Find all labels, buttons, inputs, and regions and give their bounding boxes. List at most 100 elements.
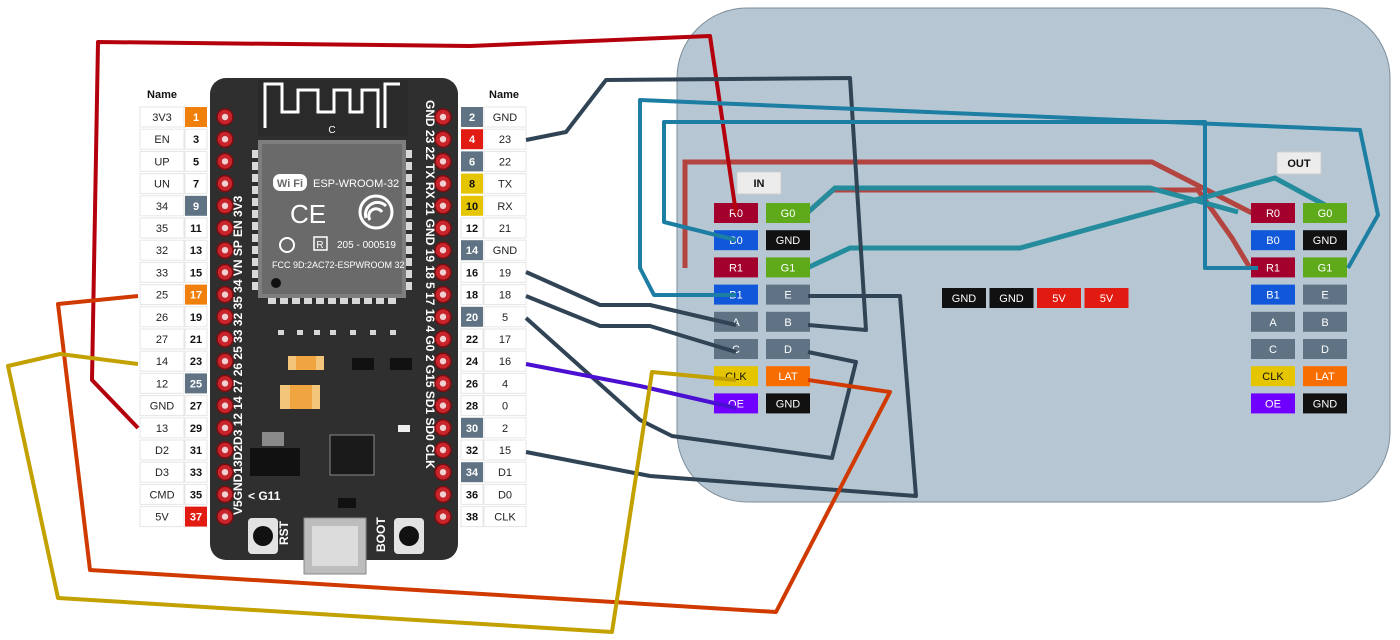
- telec-mark-icon: [279, 237, 295, 253]
- out-pin-b0[interactable]: [1251, 230, 1295, 251]
- wire-b0-route[interactable]: [662, 120, 1258, 270]
- in-pin-clk[interactable]: [714, 366, 758, 387]
- in-pin-a[interactable]: [714, 311, 758, 332]
- module-shield-inner: [262, 144, 402, 294]
- power-pin-label: GND: [999, 293, 1024, 305]
- left-pin-number: 29: [190, 423, 202, 435]
- esp32-board: C Wi Fi ESP-WROOM-32 CE R 205 - 000519 F…: [210, 78, 458, 575]
- left-name-cell: [139, 173, 185, 195]
- led-panel: [676, 7, 1391, 503]
- left-name-cell: [139, 461, 185, 483]
- header-pin-center: [439, 224, 447, 232]
- wire-b-gpio23[interactable]: [525, 76, 868, 332]
- left-pin-number-cell: [184, 417, 208, 439]
- out-pin-gnd[interactable]: [1303, 230, 1347, 251]
- in-pin-label: A: [732, 317, 740, 329]
- out-pin-g1[interactable]: [1303, 257, 1347, 278]
- in-pin-label: D: [784, 344, 792, 356]
- in-pin-e[interactable]: [766, 284, 810, 305]
- left-header-holes: [216, 108, 234, 526]
- out-pin-label: G1: [1318, 262, 1333, 274]
- header-pin-center: [439, 513, 447, 520]
- right-pin-number: 10: [466, 201, 478, 213]
- left-name-cell: [139, 328, 185, 350]
- in-pin-d[interactable]: [766, 339, 810, 359]
- right-header-holes: [434, 108, 452, 526]
- power-pin-5v[interactable]: [1084, 288, 1129, 308]
- cert-number: 205 - 000519: [337, 240, 396, 251]
- power-pin-gnd[interactable]: [989, 288, 1034, 308]
- in-pin-g1[interactable]: [766, 257, 810, 278]
- out-pin-lat[interactable]: [1303, 366, 1347, 387]
- in-pin-label: E: [784, 290, 791, 302]
- wifi-logo: [273, 174, 307, 191]
- wire-c-gpio18[interactable]: [525, 294, 737, 354]
- in-pin-label: GND: [776, 235, 801, 247]
- left-pin-number: 25: [190, 378, 202, 390]
- in-pin-r1[interactable]: [714, 257, 758, 278]
- r-mark-box: [313, 236, 328, 251]
- header-pin-center: [221, 224, 229, 232]
- in-pin-c[interactable]: [714, 339, 758, 359]
- left-pin-number-cell: [184, 128, 208, 150]
- out-pin-clk[interactable]: [1251, 366, 1295, 387]
- in-pin-lat[interactable]: [766, 366, 810, 387]
- wire-e-gpio15[interactable]: [525, 294, 918, 498]
- right-pin-number-cell: [461, 129, 483, 150]
- out-pin-r1[interactable]: [1251, 257, 1295, 278]
- right-name-cell: [483, 173, 527, 195]
- out-pin-label: B0: [1266, 235, 1279, 247]
- in-pin-gnd[interactable]: [766, 393, 810, 414]
- out-pin-label: OE: [1265, 398, 1281, 410]
- wire-d-gpio5[interactable]: [524, 316, 858, 460]
- left-pin-number: 19: [190, 312, 202, 324]
- in-pin-label: G1: [781, 262, 796, 274]
- left-pin-name: CMD: [149, 489, 174, 501]
- boot-label: BOOT: [374, 517, 388, 552]
- wire-clk-gpio14[interactable]: [6, 352, 737, 634]
- in-pin-gnd[interactable]: [766, 230, 810, 251]
- out-pin-label: LAT: [1315, 371, 1335, 383]
- out-pin-d[interactable]: [1303, 339, 1347, 359]
- left-name-cell: [139, 350, 185, 372]
- header-pin-center: [221, 180, 229, 187]
- out-pin-b[interactable]: [1303, 311, 1347, 332]
- in-pin-oe[interactable]: [714, 393, 758, 414]
- left-table-header: Name: [147, 89, 177, 101]
- left-pin-number: 5: [193, 156, 199, 168]
- out-pin-g0[interactable]: [1303, 203, 1347, 223]
- right-name-cell: [483, 328, 527, 350]
- wire-oe-gpio16[interactable]: [525, 362, 737, 410]
- in-pin-g0[interactable]: [766, 203, 810, 223]
- out-pin-gnd[interactable]: [1303, 393, 1347, 414]
- left-pin-number: 13: [190, 245, 202, 257]
- right-silkscreen: GND 23 22 TX RX 21 GND 19 18 5 17 16 4 G…: [423, 100, 437, 469]
- power-pin-5v[interactable]: [1037, 288, 1081, 308]
- wifi-symbol-icon: [358, 194, 394, 230]
- out-pin-oe[interactable]: [1251, 393, 1295, 414]
- left-name-cell: [139, 306, 185, 328]
- left-pin-number-cell: [184, 461, 208, 483]
- power-pin-gnd[interactable]: [942, 288, 986, 308]
- left-silkscreen: V5GND13D2D3 12 14 27 26 25 33 32 35 34 V…: [231, 195, 245, 515]
- right-name-cell: [483, 150, 527, 172]
- left-pin-name: EN: [154, 134, 169, 146]
- in-pin-b[interactable]: [766, 311, 810, 332]
- right-pin-number-cell: [461, 417, 483, 438]
- wire-lat-gpio25[interactable]: [56, 294, 892, 614]
- wire-b1-route[interactable]: [638, 98, 1380, 297]
- in-pin-label: R1: [729, 262, 743, 274]
- right-pin-number-cell: [460, 506, 484, 528]
- out-pin-c[interactable]: [1251, 339, 1295, 359]
- out-pin-e[interactable]: [1303, 284, 1347, 305]
- wire-a-gpio19[interactable]: [525, 270, 737, 327]
- right-pin-number: 38: [466, 512, 478, 524]
- left-pin-number: 33: [190, 467, 202, 479]
- out-pin-b1[interactable]: [1251, 284, 1295, 305]
- out-pin-a[interactable]: [1251, 311, 1295, 332]
- wire-r0-gpio13[interactable]: [90, 34, 738, 430]
- out-pin-r0[interactable]: [1251, 203, 1295, 223]
- left-pin-number-cell: [185, 107, 207, 127]
- left-pin-name: 33: [156, 267, 168, 279]
